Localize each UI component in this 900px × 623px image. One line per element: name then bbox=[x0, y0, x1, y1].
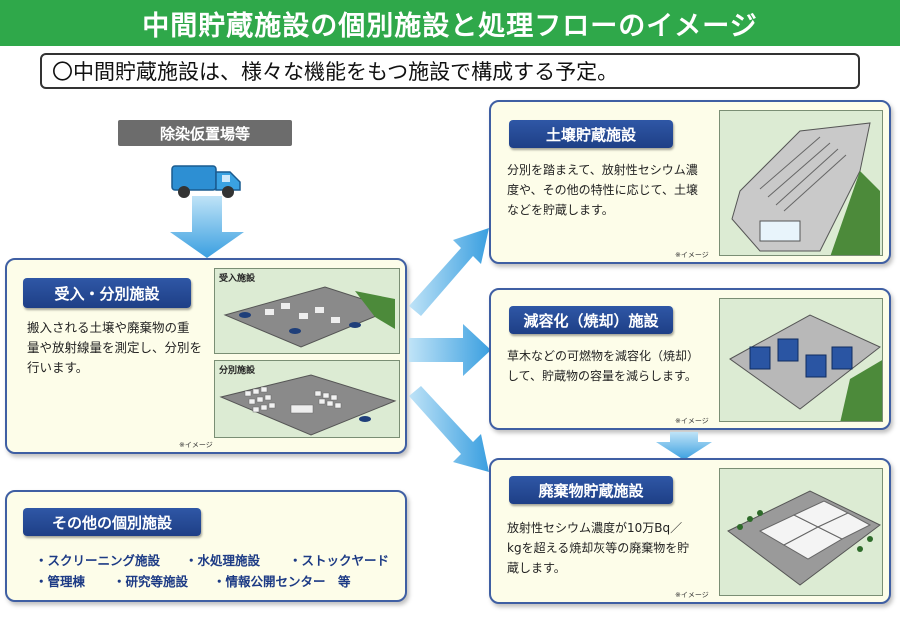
arrow-to-waste bbox=[409, 386, 489, 472]
reception-description: 搬入される土壌や廃棄物の重 量や放射線量を測定し、分別を 行います。 bbox=[27, 318, 227, 378]
soil-desc-line: などを貯蔵します。 bbox=[507, 203, 614, 217]
waste-desc-line: kgを超える焼却灰等の廃棄物を貯 bbox=[507, 541, 690, 555]
flow-arrow-down-incineration bbox=[656, 432, 712, 460]
page-title: 中間貯蔵施設の個別施設と処理フローのイメージ bbox=[142, 10, 758, 42]
waste-storage-image bbox=[719, 468, 883, 596]
incineration-image bbox=[719, 298, 883, 422]
incineration-label: 減容化（焼却）施設 bbox=[509, 306, 673, 334]
other-item-research: ・研究等施設 bbox=[113, 574, 189, 589]
soil-storage-drawing bbox=[731, 122, 880, 255]
waste-note: ※イメージ bbox=[675, 591, 709, 599]
other-item-info-center: ・情報公開センター 等 bbox=[213, 574, 351, 589]
soil-storage-image bbox=[719, 110, 883, 256]
sorting-image-caption: 分別施設 bbox=[219, 366, 256, 376]
soil-desc-line: 度や、その他の特性に応じて、土壌 bbox=[507, 183, 699, 197]
incineration-drawing bbox=[729, 314, 882, 421]
soil-desc-line: 分別を踏まえて、放射性セシウム濃 bbox=[507, 163, 698, 177]
truck-icon bbox=[171, 165, 241, 198]
other-item-management: ・管理棟 bbox=[35, 574, 86, 589]
reception-label: 受入・分別施設 bbox=[23, 278, 191, 308]
other-item-stockyard: ・ストックヤード bbox=[289, 553, 390, 568]
soil-storage-label: 土壌貯蔵施設 bbox=[509, 120, 673, 148]
subtitle-text: 〇中間貯蔵施設は、様々な機能をもつ施設で構成する予定。 bbox=[52, 60, 619, 84]
waste-description: 放射性セシウム濃度が10万Bq／ kgを超える焼却灰等の廃棄物を貯 蔵します。 bbox=[507, 518, 719, 578]
reception-note: ※イメージ bbox=[179, 441, 213, 449]
sorting-facility-drawing bbox=[219, 374, 397, 436]
other-item-water-treatment: ・水処理施設 bbox=[185, 553, 261, 568]
incineration-desc-line: して、貯蔵物の容量を減らします。 bbox=[507, 369, 697, 383]
reception-panel: 受入・分別施設 搬入される土壌や廃棄物の重 量や放射線量を測定し、分別を 行いま… bbox=[5, 258, 407, 454]
soil-description: 分別を踏まえて、放射性セシウム濃 度や、その他の特性に応じて、土壌 などを貯蔵し… bbox=[507, 160, 717, 220]
incineration-description: 草木などの可燃物を減容化（焼却） して、貯蔵物の容量を減らします。 bbox=[507, 346, 723, 386]
incineration-desc-line: 草木などの可燃物を減容化（焼却） bbox=[507, 349, 700, 363]
waste-storage-drawing bbox=[727, 490, 881, 586]
reception-facility-image: 受入施設 bbox=[214, 268, 400, 354]
incineration-panel: 減容化（焼却）施設 草木などの可燃物を減容化（焼却） して、貯蔵物の容量を減らし… bbox=[489, 288, 891, 430]
arrow-to-incineration bbox=[409, 324, 491, 376]
source-label: 除染仮置場等 bbox=[118, 120, 292, 146]
soil-note: ※イメージ bbox=[675, 251, 709, 259]
reception-desc-line: 行います。 bbox=[27, 360, 89, 375]
waste-storage-label: 廃棄物貯蔵施設 bbox=[509, 476, 673, 504]
waste-storage-panel: 廃棄物貯蔵施設 放射性セシウム濃度が10万Bq／ kgを超える焼却灰等の廃棄物を… bbox=[489, 458, 891, 604]
other-facilities-label: その他の個別施設 bbox=[23, 508, 201, 536]
arrow-to-soil bbox=[409, 228, 489, 316]
title-bar: 中間貯蔵施設の個別施設と処理フローのイメージ bbox=[0, 0, 900, 46]
soil-storage-panel: 土壌貯蔵施設 分別を踏まえて、放射性セシウム濃 度や、その他の特性に応じて、土壌… bbox=[489, 100, 891, 264]
subtitle-box: 〇中間貯蔵施設は、様々な機能をもつ施設で構成する予定。 bbox=[40, 53, 860, 89]
incineration-note: ※イメージ bbox=[675, 417, 709, 425]
reception-facility-drawing bbox=[223, 286, 395, 348]
flow-arrows-right bbox=[409, 228, 491, 472]
reception-image-caption: 受入施設 bbox=[219, 274, 256, 284]
waste-desc-line: 放射性セシウム濃度が10万Bq／ bbox=[507, 521, 683, 535]
other-facilities-panel: その他の個別施設 ・スクリーニング施設 ・水処理施設 ・ストックヤード ・管理棟… bbox=[5, 490, 407, 602]
flow-arrow-down-source bbox=[170, 196, 244, 258]
other-item-screening: ・スクリーニング施設 bbox=[35, 553, 161, 568]
reception-desc-line: 量や放射線量を測定し、分別を bbox=[27, 340, 203, 355]
sorting-facility-image: 分別施設 bbox=[214, 360, 400, 438]
reception-desc-line: 搬入される土壌や廃棄物の重 bbox=[27, 320, 190, 335]
waste-desc-line: 蔵します。 bbox=[507, 561, 566, 575]
